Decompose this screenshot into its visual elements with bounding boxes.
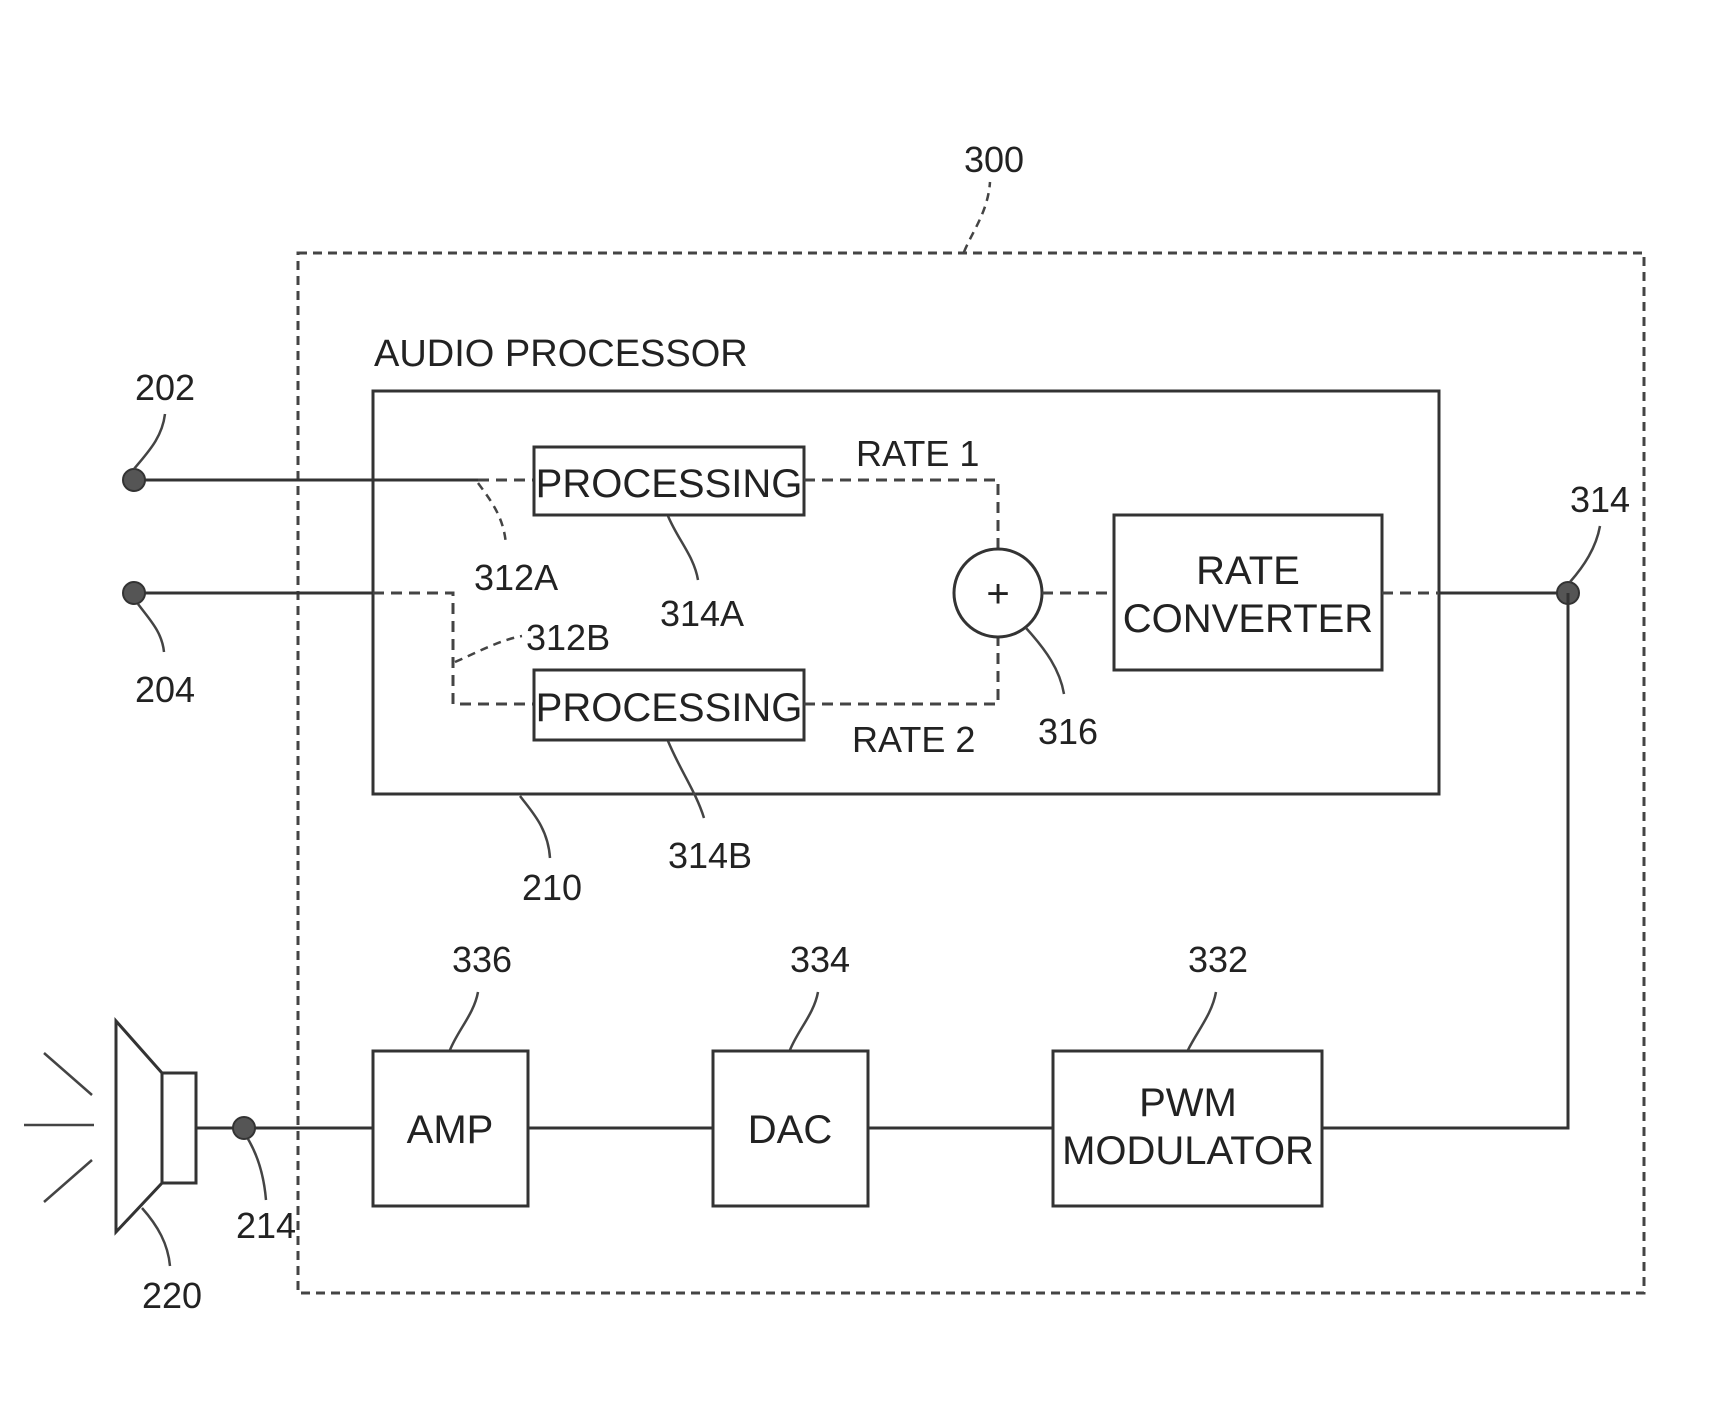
- ref-314a: 314A: [660, 593, 744, 634]
- pwm-label-line1: PWM: [1139, 1081, 1237, 1125]
- audio-processor-title: AUDIO PROCESSOR: [374, 333, 748, 375]
- output-to-pwm-line: [1322, 593, 1568, 1128]
- summer-symbol: +: [986, 572, 1009, 616]
- ref-210: 210: [522, 867, 582, 908]
- ref-314: 314: [1570, 479, 1630, 520]
- rate-2-label: RATE 2: [852, 719, 975, 760]
- ref-220: 220: [142, 1275, 202, 1316]
- speaker-node-214: [233, 1117, 255, 1139]
- leader-214: [248, 1139, 266, 1200]
- dac-label: DAC: [748, 1108, 832, 1152]
- leader-314a: [668, 516, 698, 580]
- processing-b-label: PROCESSING: [536, 686, 803, 730]
- pwm-label-line2: MODULATOR: [1062, 1129, 1314, 1173]
- speaker-icon: [24, 1021, 196, 1232]
- amp-label: AMP: [407, 1108, 494, 1152]
- input-node-202: [123, 469, 145, 491]
- leader-332: [1188, 992, 1216, 1050]
- ref-312a: 312A: [474, 557, 558, 598]
- leader-210: [520, 796, 550, 858]
- ref-316: 316: [1038, 711, 1098, 752]
- rate-converter-label-line1: RATE: [1196, 549, 1300, 593]
- leader-314: [1570, 526, 1600, 582]
- leader-312b: [455, 636, 522, 662]
- rate-2-path: [804, 638, 998, 704]
- processing-a-label: PROCESSING: [536, 462, 803, 506]
- ref-332: 332: [1188, 939, 1248, 980]
- ref-314b: 314B: [668, 835, 752, 876]
- input-node-204: [123, 582, 145, 604]
- ref-312b: 312B: [526, 617, 610, 658]
- ref-204: 204: [135, 669, 195, 710]
- leader-202: [134, 414, 165, 469]
- rate-converter-label-line2: CONVERTER: [1123, 597, 1373, 641]
- leader-336: [450, 992, 478, 1050]
- ref-334: 334: [790, 939, 850, 980]
- rate-1-path: [804, 480, 998, 548]
- ref-300: 300: [964, 139, 1024, 180]
- input-line-204-dashed: [373, 593, 534, 704]
- leader-312a: [478, 483, 506, 545]
- ref-202: 202: [135, 367, 195, 408]
- leader-300: [964, 182, 990, 252]
- leader-334: [790, 992, 818, 1050]
- leader-314b: [668, 741, 704, 818]
- leader-204: [138, 604, 164, 652]
- ref-336: 336: [452, 939, 512, 980]
- leader-220: [142, 1208, 170, 1266]
- rate-1-label: RATE 1: [856, 433, 979, 474]
- ref-214: 214: [236, 1205, 296, 1246]
- leader-316: [1026, 628, 1064, 694]
